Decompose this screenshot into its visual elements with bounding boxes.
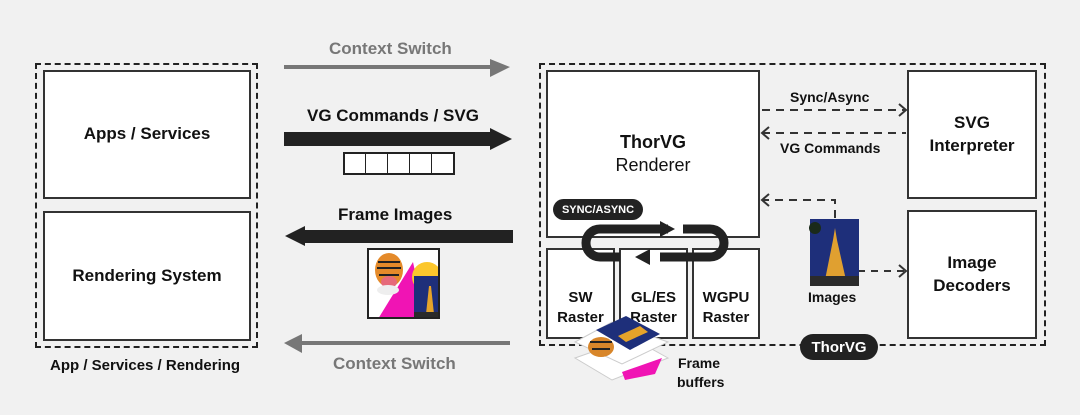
svg-interpreter-box: SVG Interpreter — [907, 70, 1037, 199]
images-to-renderer-connector — [760, 193, 836, 218]
sw-raster-box: SW Raster — [546, 248, 615, 339]
renderer-subtitle: Renderer — [615, 155, 691, 175]
loop-arrowhead-right — [660, 221, 675, 237]
frame-images-arrow — [285, 226, 513, 246]
queue-slot — [388, 154, 410, 173]
sync-async-badge: SYNC/ASYNC — [553, 199, 643, 220]
sync-loop-arrow — [581, 224, 729, 262]
frame-image-art — [375, 253, 438, 317]
images-label: Images — [808, 289, 857, 305]
svg-interpreter-line1: SVG — [954, 113, 990, 133]
sync-async-connector — [762, 103, 908, 117]
gles-raster-line1: GL/ES — [630, 289, 676, 306]
vg-commands-connector-label: VG Commands — [780, 140, 881, 156]
image-decoders-line1: Image — [947, 253, 997, 273]
sw-raster-line2: Raster — [557, 308, 604, 326]
context-switch-top-arrow — [284, 59, 510, 77]
gles-raster-line2: Raster — [630, 308, 677, 326]
image-decoders-line2: Decoders — [933, 275, 1011, 295]
wgpu-raster-line2: Raster — [702, 308, 750, 326]
sw-raster-line1: SW — [568, 289, 593, 306]
thorvg-badge: ThorVG — [800, 334, 878, 360]
queue-slot — [345, 154, 366, 173]
wgpu-raster-box: WGPU Raster — [692, 248, 760, 339]
vg-commands-svg-label: VG Commands / SVG — [307, 106, 479, 125]
frame-image-thumbnail — [367, 248, 440, 319]
app-services-rendering-caption: App / Services / Rendering — [50, 357, 241, 374]
queue-slot — [366, 154, 388, 173]
wgpu-raster-line1: WGPU — [702, 289, 750, 306]
images-photo — [809, 219, 859, 286]
image-decoders-box: Image Decoders — [907, 210, 1037, 339]
command-queue — [343, 152, 455, 175]
apps-services-label: Apps / Services — [83, 124, 211, 144]
sync-async-connector-label: Sync/Async — [790, 89, 870, 105]
queue-slot — [410, 154, 432, 173]
renderer-title: ThorVG — [620, 131, 686, 152]
frame-buffers-stack — [573, 316, 670, 381]
svg-interpreter-line2: Interpreter — [929, 135, 1015, 155]
frame-buffers-label-line1: Frame — [678, 355, 721, 371]
context-switch-bottom-label: Context Switch — [333, 354, 456, 373]
rendering-system-box: Rendering System — [43, 211, 251, 341]
context-switch-top-label: Context Switch — [329, 39, 452, 58]
apps-services-box: Apps / Services — [43, 70, 251, 199]
vg-commands-connector — [760, 126, 906, 140]
loop-arrowhead-left — [635, 249, 650, 265]
frame-buffers-label-line2: buffers — [677, 374, 725, 390]
thorvg-group — [539, 63, 1046, 346]
rendering-system-label: Rendering System — [72, 265, 222, 285]
app-services-rendering-group — [35, 63, 258, 348]
context-switch-bottom-arrow — [284, 334, 510, 353]
frame-images-label: Frame Images — [338, 205, 453, 224]
vg-commands-arrow — [284, 128, 512, 150]
images-to-decoders-connector — [858, 264, 908, 278]
